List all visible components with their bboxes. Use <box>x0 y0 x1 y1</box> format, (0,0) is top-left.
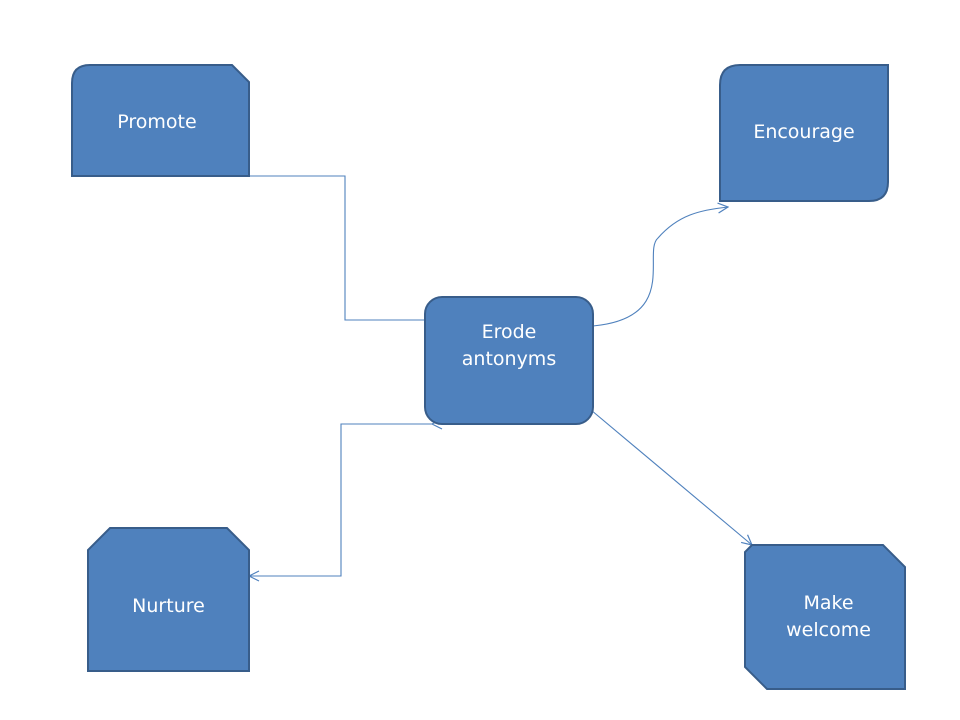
connector-nurture <box>249 424 432 576</box>
node-encourage-label: Encourage <box>753 120 855 143</box>
node-nurture-shape[interactable] <box>87 527 250 672</box>
connector-encourage <box>592 207 728 327</box>
node-make-welcome-label: Make welcome <box>786 592 871 641</box>
node-center-label: Erode antonyms <box>461 321 557 370</box>
node-promote-shape[interactable] <box>71 64 250 177</box>
node-center-shape[interactable] <box>424 296 594 425</box>
connector-make-welcome <box>591 410 752 545</box>
node-encourage-shape[interactable] <box>719 64 889 202</box>
connector-promote <box>249 175 425 321</box>
node-make-welcome-shape[interactable] <box>744 544 906 690</box>
node-nurture-label: Nurture <box>132 594 205 617</box>
node-promote-label: Promote <box>117 110 197 133</box>
